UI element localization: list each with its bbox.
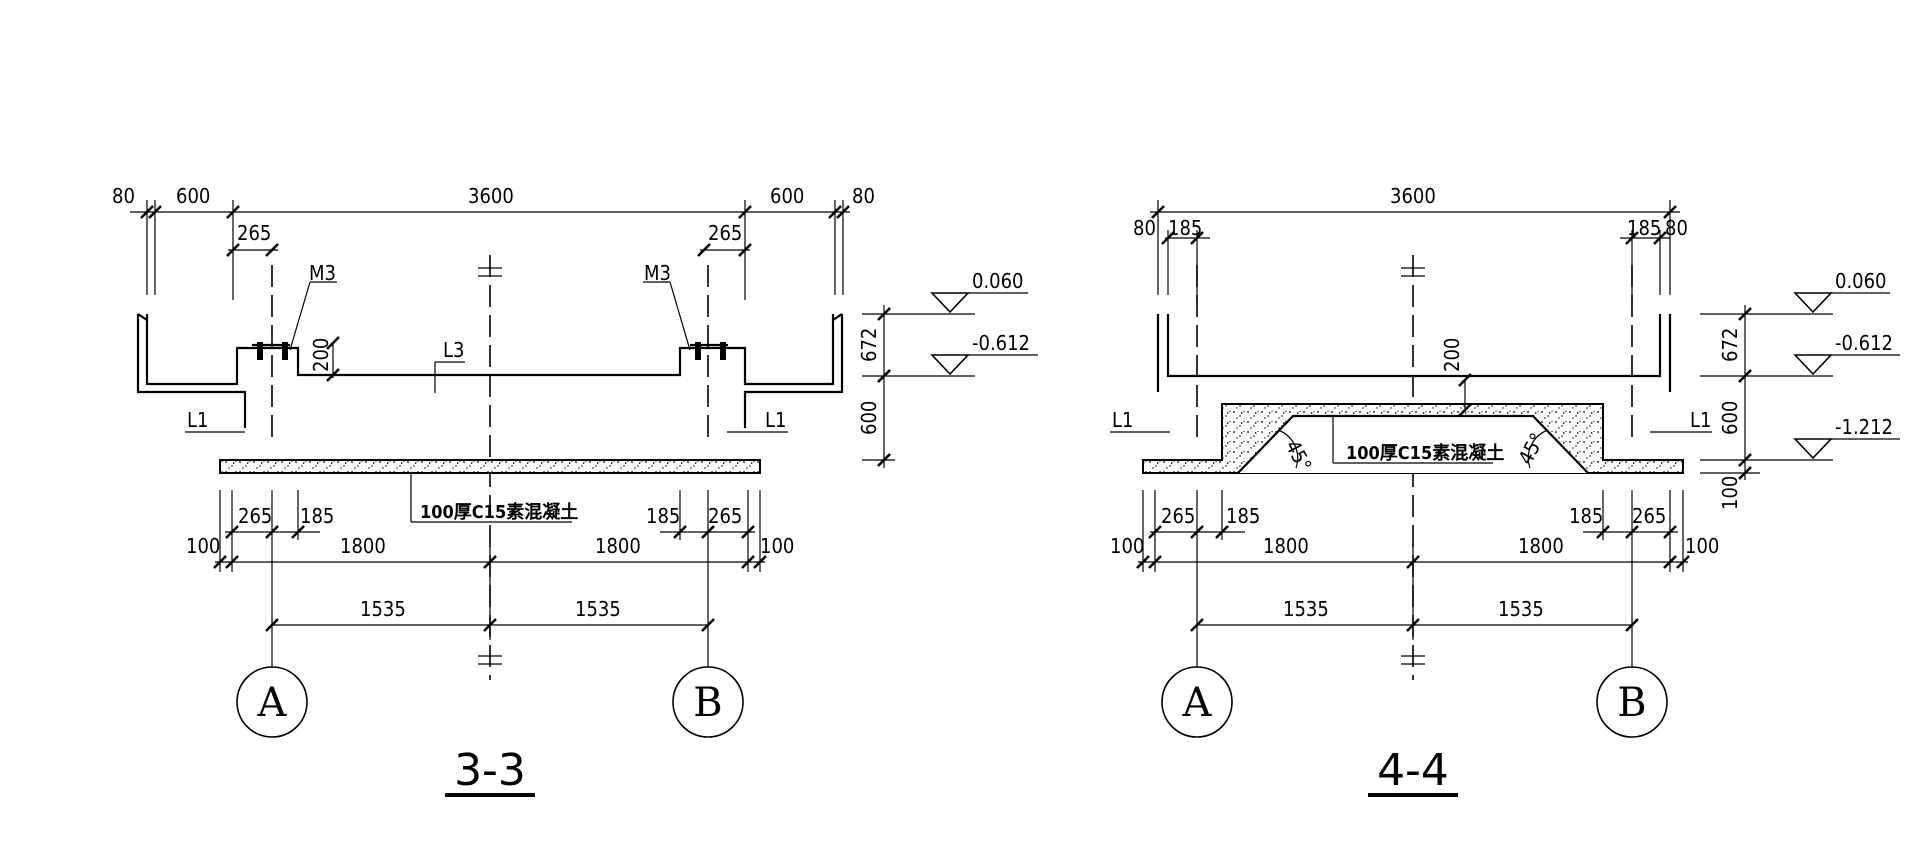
dim-185-left-4: 185 — [1168, 216, 1202, 240]
dim-265-bottom-right-4: 265 — [1632, 504, 1666, 528]
dim-265-bottom-right: 265 — [708, 504, 742, 528]
dim-185-right-4: 185 — [1627, 216, 1661, 240]
label-l1-right: L1 — [765, 408, 786, 432]
dim-200-4: 200 — [1440, 338, 1464, 372]
dim-265-bottom-left: 265 — [238, 504, 272, 528]
dim-100-left: 100 — [186, 534, 220, 558]
dim-3600-4: 3600 — [1390, 184, 1436, 208]
dim-185-right: 185 — [646, 504, 680, 528]
channel-profile — [136, 314, 844, 428]
embedded-part-m3-left — [252, 281, 337, 360]
dim-80-right: 80 — [852, 184, 875, 208]
elevation-markers — [862, 292, 1038, 468]
dim-185-bottom-right-4: 185 — [1569, 504, 1603, 528]
axis-label-b: B — [693, 680, 722, 726]
elevation-neg-0-612-4: -0.612 — [1835, 331, 1893, 355]
dim-265-bottom-left-4: 265 — [1161, 504, 1195, 528]
dim-600-vertical: 600 — [857, 401, 881, 435]
elevation-neg-0-612: -0.612 — [972, 331, 1030, 355]
dim-100-right-4: 100 — [1685, 534, 1719, 558]
label-l1-right-4: L1 — [1690, 408, 1711, 432]
dim-600-left: 600 — [176, 184, 210, 208]
bottom-dimension-chain-4 — [1136, 490, 1690, 640]
top-dimension-chain — [130, 200, 850, 300]
label-l3: L3 — [443, 338, 464, 362]
elevation-0-060-4: 0.060 — [1835, 269, 1887, 293]
bottom-dimension-chain — [213, 490, 767, 640]
dim-200: 200 — [309, 338, 333, 372]
dim-265-right: 265 — [708, 221, 742, 245]
dim-80-left: 80 — [112, 184, 135, 208]
dim-600-right: 600 — [770, 184, 804, 208]
dim-1535-left-4: 1535 — [1283, 597, 1329, 621]
dim-1535-left: 1535 — [360, 597, 406, 621]
dim-185-left: 185 — [300, 504, 334, 528]
label-l1-left-4: L1 — [1112, 408, 1133, 432]
dim-1800-left-4: 1800 — [1263, 534, 1309, 558]
elevation-neg-1-212-4: -1.212 — [1835, 415, 1893, 439]
dim-1800-left: 1800 — [340, 534, 386, 558]
dim-672-4: 672 — [1718, 328, 1742, 362]
section-3-3: 80 600 3600 600 80 265 265 — [112, 184, 1038, 797]
elevation-markers-4 — [1700, 292, 1900, 480]
concrete-note: 100厚C15素混凝土 — [420, 501, 578, 523]
dim-1535-right-4: 1535 — [1498, 597, 1544, 621]
dim-1800-right-4: 1800 — [1518, 534, 1564, 558]
dim-1800-right: 1800 — [595, 534, 641, 558]
dim-80-right-4: 80 — [1665, 216, 1688, 240]
section-title-4-4: 4-4 — [1377, 745, 1449, 796]
label-l1-left: L1 — [187, 408, 208, 432]
channel-profile-4 — [1156, 314, 1672, 392]
top-dimension-chain-4 — [1150, 200, 1680, 300]
dim-265-left: 265 — [237, 221, 271, 245]
concrete-note-4: 100厚C15素混凝土 — [1346, 442, 1504, 464]
concrete-base-slab — [219, 459, 761, 474]
elevation-0-060: 0.060 — [972, 269, 1024, 293]
section-4-4: 3600 80 185 185 80 45° 45° 200 100厚C15素混… — [1110, 184, 1900, 797]
dim-100-vertical-4: 100 — [1718, 476, 1742, 510]
dim-3600: 3600 — [468, 184, 514, 208]
axis-label-b-4: B — [1617, 680, 1646, 726]
dim-600-vertical-4: 600 — [1718, 401, 1742, 435]
dim-80-left-4: 80 — [1133, 216, 1156, 240]
dim-100-right: 100 — [760, 534, 794, 558]
label-m3-left: M3 — [309, 261, 336, 285]
dim-672: 672 — [857, 328, 881, 362]
dim-185-bottom-left-4: 185 — [1226, 504, 1260, 528]
dim-100-left-4: 100 — [1110, 534, 1144, 558]
section-title-3-3: 3-3 — [454, 745, 526, 796]
axis-label-a: A — [257, 680, 288, 726]
label-m3-right: M3 — [644, 261, 671, 285]
embedded-part-m3-right — [643, 281, 728, 360]
axis-label-a-4: A — [1182, 680, 1213, 726]
dim-1535-right: 1535 — [575, 597, 621, 621]
